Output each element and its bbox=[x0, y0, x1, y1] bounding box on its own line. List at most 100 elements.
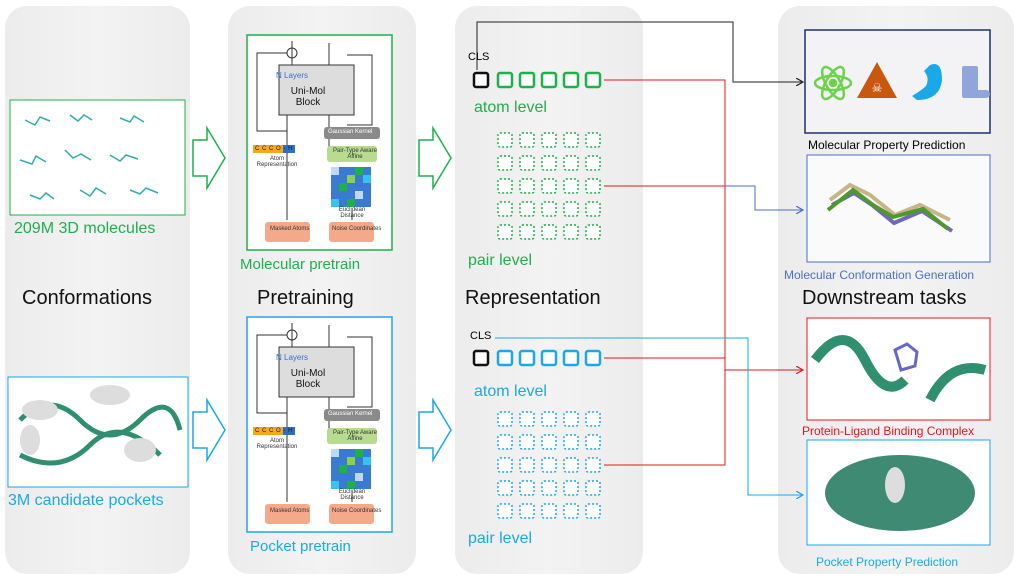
cls-token bbox=[472, 71, 490, 89]
pair-token bbox=[585, 155, 601, 171]
pair-token bbox=[519, 480, 535, 496]
atom-token bbox=[562, 349, 580, 367]
conformation-generation-box bbox=[806, 154, 991, 263]
pair-token bbox=[497, 132, 513, 148]
pretrain-text: Atom Representation bbox=[256, 156, 298, 169]
pair-token bbox=[519, 503, 535, 519]
pair-token bbox=[519, 132, 535, 148]
pair-token bbox=[519, 201, 535, 217]
pretraining-title: Pretraining bbox=[257, 287, 354, 309]
atom-token bbox=[562, 71, 580, 89]
pair-token bbox=[497, 224, 513, 240]
pair-token bbox=[541, 480, 557, 496]
pocket-pretrain-label: Pocket pretrain bbox=[250, 538, 351, 555]
pair-token bbox=[585, 480, 601, 496]
molecular-pretrain-label: Molecular pretrain bbox=[240, 256, 361, 273]
conformations-title: Conformations bbox=[22, 287, 153, 309]
pair-token bbox=[563, 155, 579, 171]
pretrain-text: Noise Coordinates bbox=[332, 226, 382, 232]
molecules-label: 209M 3D molecules bbox=[14, 220, 156, 237]
pair-token bbox=[563, 132, 579, 148]
pretrain-text: Pair-Type Aware Affine bbox=[333, 148, 377, 161]
pair-token bbox=[519, 457, 535, 473]
atom-token bbox=[584, 71, 602, 89]
task-label: Molecular Conformation Generation bbox=[784, 268, 975, 282]
task-label: Protein-Ligand Binding Complex bbox=[802, 424, 975, 438]
stomach-icon bbox=[912, 64, 942, 100]
pair-token bbox=[519, 411, 535, 427]
pretrain-text: Pair-Type Aware Affine bbox=[333, 430, 377, 443]
pair-token bbox=[563, 411, 579, 427]
atom-token bbox=[584, 349, 602, 367]
pair-token bbox=[585, 434, 601, 450]
pair-token bbox=[563, 201, 579, 217]
pair-token bbox=[519, 155, 535, 171]
pair-level-label: pair level bbox=[468, 252, 533, 269]
task-label: Pocket Property Prediction bbox=[816, 555, 959, 569]
pair-token bbox=[519, 434, 535, 450]
cls-label: CLS bbox=[468, 51, 490, 63]
medicine-icon bbox=[962, 66, 990, 98]
pair-token bbox=[541, 155, 557, 171]
pair-token bbox=[585, 224, 601, 240]
pretrain-text: Masked Atoms bbox=[270, 508, 310, 514]
pair-token bbox=[541, 434, 557, 450]
representation-column bbox=[455, 6, 643, 574]
pair-token bbox=[541, 411, 557, 427]
pair-token bbox=[497, 178, 513, 194]
pretrain-text: Noise Coordinates bbox=[332, 508, 382, 514]
pretrain-text: Euclidean Distance bbox=[338, 207, 366, 220]
pretrain-text: Uni-Mol Block bbox=[290, 368, 326, 390]
pair-token bbox=[519, 224, 535, 240]
downstream-title: Downstream tasks bbox=[802, 287, 967, 309]
pair-token bbox=[497, 411, 513, 427]
pair-token bbox=[541, 503, 557, 519]
pockets-label: 3M candidate pockets bbox=[8, 492, 164, 509]
representation-title: Representation bbox=[465, 287, 601, 309]
atom-token bbox=[540, 349, 558, 367]
atom-token bbox=[518, 349, 536, 367]
pretrain-text: N Layers bbox=[276, 71, 309, 80]
pair-token bbox=[563, 480, 579, 496]
pair-token bbox=[541, 178, 557, 194]
pair-token bbox=[585, 132, 601, 148]
atom-token bbox=[540, 71, 558, 89]
pretrain-text: Atom Representation bbox=[256, 438, 298, 451]
pair-token bbox=[563, 178, 579, 194]
pair-token bbox=[541, 457, 557, 473]
pair-token bbox=[519, 178, 535, 194]
pretrain-text: Euclidean Distance bbox=[338, 489, 366, 502]
atom-token bbox=[496, 349, 514, 367]
pretrain-text: Gaussian Kernel bbox=[328, 129, 373, 135]
pair-token bbox=[585, 503, 601, 519]
atom-token bbox=[496, 71, 514, 89]
pair-token bbox=[497, 201, 513, 217]
cls-label: CLS bbox=[470, 330, 492, 342]
pair-token bbox=[585, 411, 601, 427]
pair-token bbox=[563, 457, 579, 473]
atom-tokens: C C C O - H bbox=[255, 146, 293, 152]
toxicity-icon bbox=[857, 62, 897, 98]
pretrain-text: Masked Atoms bbox=[270, 226, 310, 232]
pair-token bbox=[585, 457, 601, 473]
atom-level-label: atom level bbox=[474, 383, 547, 400]
atom-token bbox=[518, 71, 536, 89]
pair-token bbox=[585, 178, 601, 194]
pretrain-text: Uni-Mol Block bbox=[290, 86, 326, 108]
pair-token bbox=[497, 503, 513, 519]
pair-token bbox=[541, 132, 557, 148]
pair-token bbox=[585, 201, 601, 217]
pair-level-label: pair level bbox=[468, 530, 533, 547]
pair-token bbox=[497, 434, 513, 450]
pair-token bbox=[563, 503, 579, 519]
pair-token bbox=[541, 201, 557, 217]
atom-tokens: C C C O - H bbox=[255, 428, 293, 434]
atom-level-label: atom level bbox=[474, 99, 547, 116]
pair-token bbox=[497, 155, 513, 171]
pair-token bbox=[541, 224, 557, 240]
pretrain-text: N Layers bbox=[276, 353, 309, 362]
pair-token bbox=[497, 480, 513, 496]
pair-token bbox=[563, 434, 579, 450]
